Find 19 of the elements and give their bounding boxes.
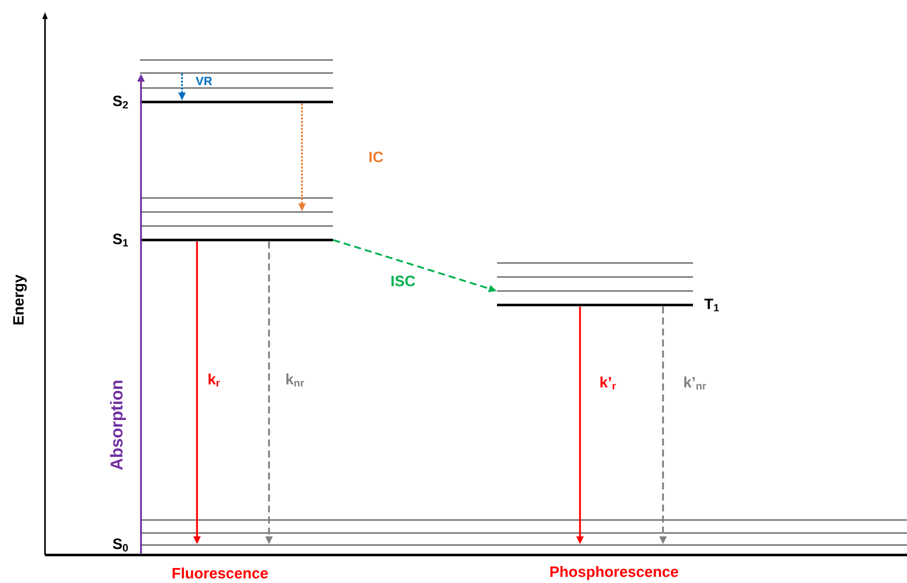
edge-label: k$_{r}$ [207,372,221,387]
energy-level [140,100,333,104]
state-label: S$_{0}$ [112,538,128,552]
energy-level [497,304,693,306]
emission-label: Phosphorescence [550,566,678,580]
emission-label: Fluorescence [172,567,268,578]
edge-label: VR [195,76,213,86]
energy-level [140,238,333,242]
edge-label: IC [368,151,384,163]
state-label: S$_{2}$ [112,96,128,108]
state-label: T$_{1}$ [704,298,719,312]
state-label: S$_{1}$ [112,234,128,246]
edge-label: k’$_{nr}$ [682,376,708,390]
edge-label: k’$_{r}$ [598,376,618,390]
edge-label: ISC [390,275,416,287]
energy-level [45,554,907,556]
axis-label: Energy [13,274,27,324]
edge-label: Absorption [110,379,126,471]
edge-label: k$_{nr}$ [284,372,306,387]
